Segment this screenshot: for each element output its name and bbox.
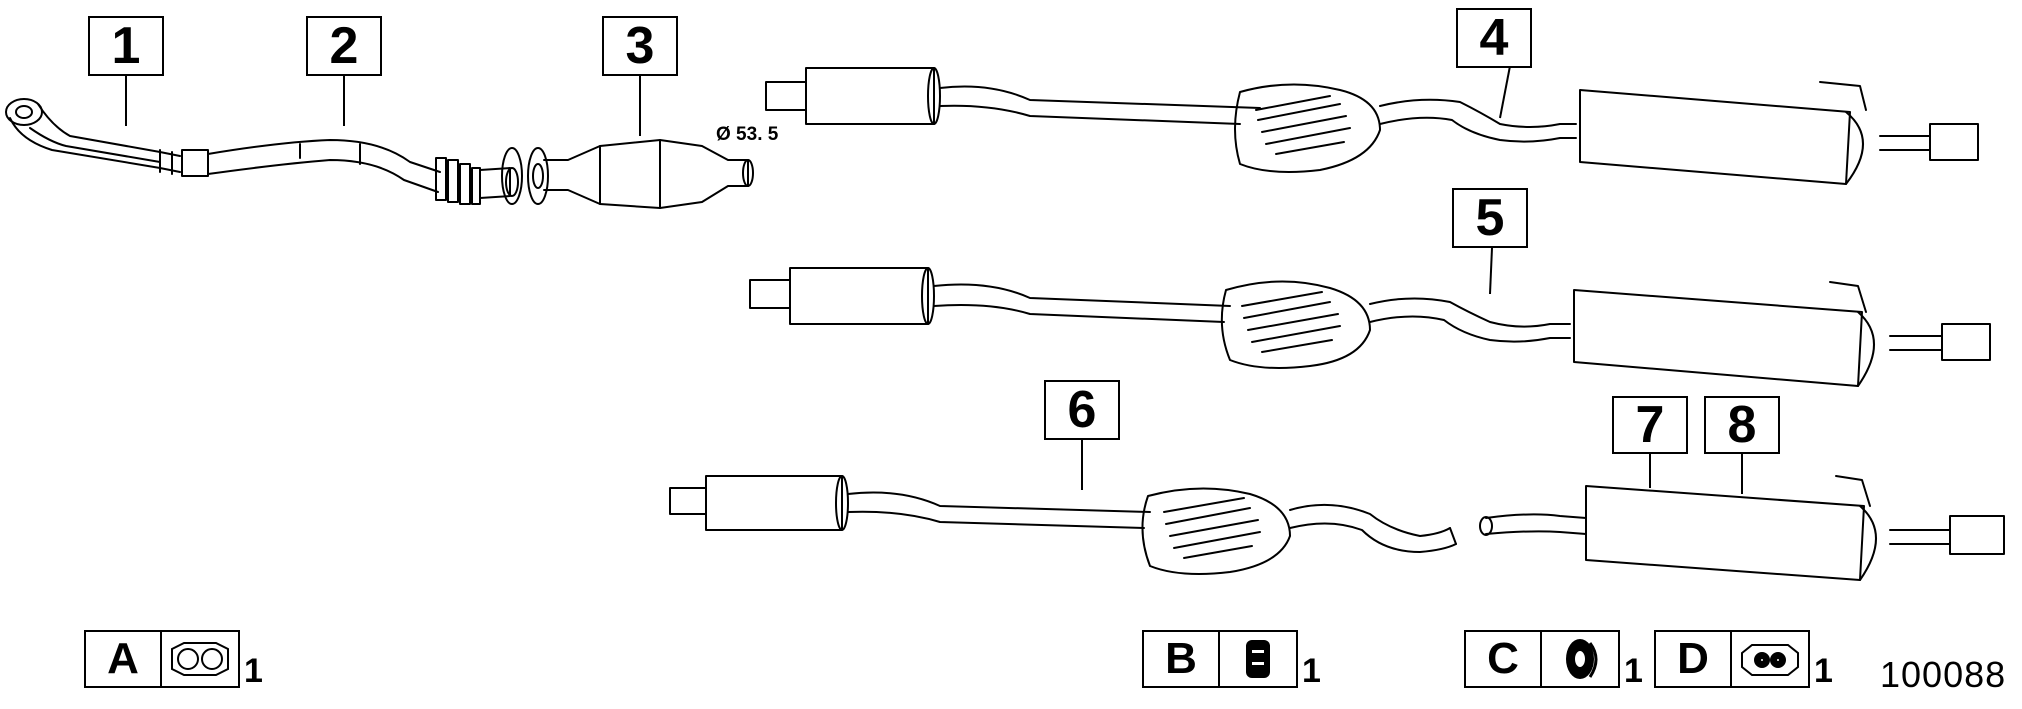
legend-quantity: 1 bbox=[1302, 652, 1321, 690]
callout-2: 2 bbox=[306, 16, 382, 76]
callout-6: 6 bbox=[1044, 380, 1120, 440]
legend-letter: C bbox=[1464, 630, 1542, 688]
legend-item-d: D 1 bbox=[1654, 630, 1833, 688]
diagram-id-number: 100088 bbox=[1880, 654, 2007, 695]
legend-quantity: 1 bbox=[244, 652, 263, 690]
catalytic-converter-part-3 bbox=[501, 139, 754, 209]
legend-item-c: C 1 bbox=[1464, 630, 1643, 688]
front-pipe-part-1 bbox=[5, 98, 209, 177]
legend-item-a: A 1 bbox=[84, 630, 263, 688]
legend-quantity: 1 bbox=[1814, 652, 1833, 690]
exhaust-hanger-ring-icon bbox=[1542, 630, 1620, 688]
flange-gasket-icon bbox=[1732, 630, 1810, 688]
diameter-dimension-label: Ø 53. 5 bbox=[716, 124, 779, 145]
legend-letter: B bbox=[1142, 630, 1220, 688]
gasket-icon bbox=[162, 630, 240, 688]
intermediate-pipe-part-2 bbox=[207, 139, 519, 205]
callout-5: 5 bbox=[1452, 188, 1528, 248]
leader-lines bbox=[125, 65, 1743, 494]
rear-exhaust-system-part-4 bbox=[765, 67, 1979, 185]
legend-letter: A bbox=[84, 630, 162, 688]
legend-letter: D bbox=[1654, 630, 1732, 688]
callout-3: 3 bbox=[602, 16, 678, 76]
callout-4: 4 bbox=[1456, 8, 1532, 68]
centre-exhaust-section-part-6 bbox=[669, 475, 1457, 575]
rear-muffler-part-7-8 bbox=[1479, 475, 2005, 581]
legend-item-b: B 1 bbox=[1142, 630, 1321, 688]
callout-1: 1 bbox=[88, 16, 164, 76]
legend-quantity: 1 bbox=[1624, 652, 1643, 690]
rubber-mount-icon bbox=[1220, 630, 1298, 688]
callout-7: 7 bbox=[1612, 396, 1688, 454]
rear-exhaust-system-part-5 bbox=[749, 267, 1991, 387]
callout-8: 8 bbox=[1704, 396, 1780, 454]
